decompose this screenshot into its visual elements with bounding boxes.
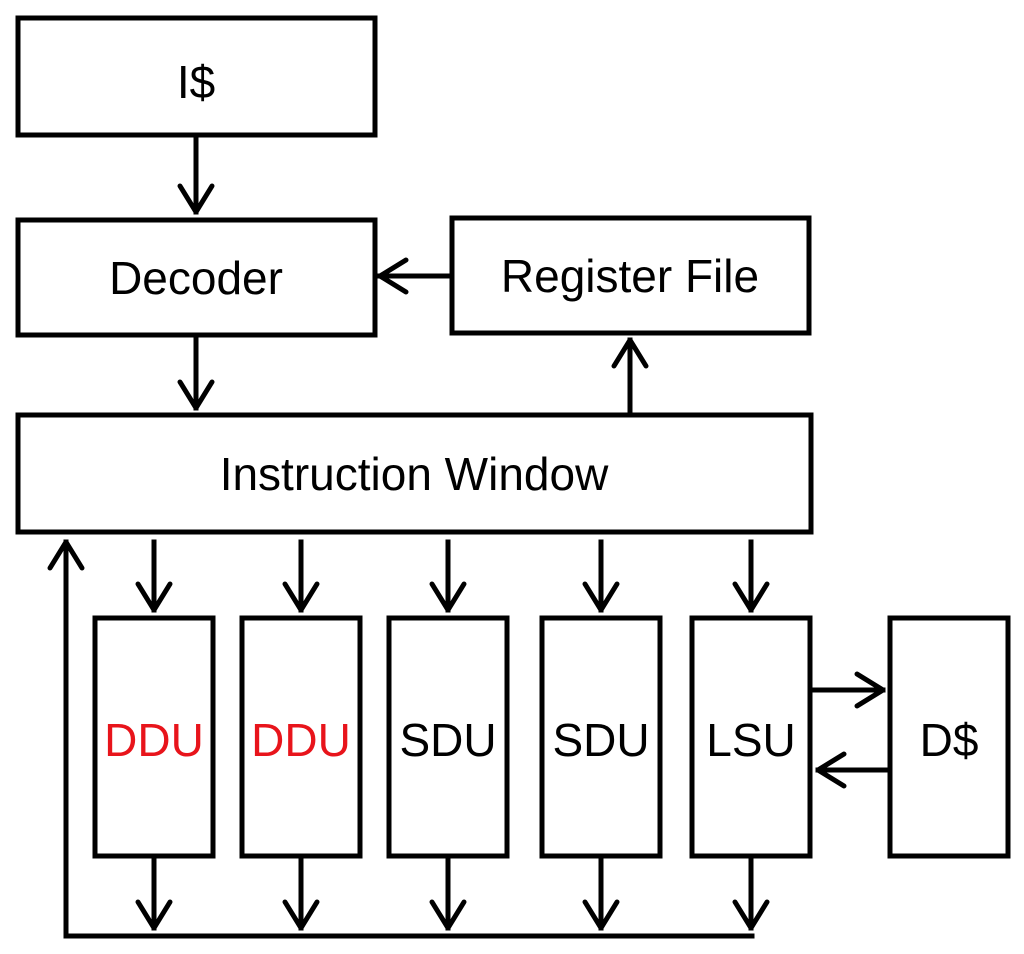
icache-label: I$ <box>177 56 215 108</box>
instruction-window-block: Instruction Window <box>15 412 814 535</box>
decoder-block: Decoder <box>15 217 378 338</box>
register-file-label: Register File <box>501 250 759 302</box>
unit-label-2: DDU <box>251 714 351 766</box>
register-file-block: Register File <box>449 215 812 336</box>
unit-block-1: DDU <box>92 615 216 859</box>
dcache-label: D$ <box>920 714 979 766</box>
icache-block: I$ <box>15 15 378 138</box>
unit-block-5: LSU <box>689 615 813 859</box>
dcache-block: D$ <box>887 615 1011 859</box>
unit-label-4: SDU <box>552 714 649 766</box>
unit-block-2: DDU <box>239 615 363 859</box>
unit-label-5: LSU <box>706 714 795 766</box>
instruction-window-label: Instruction Window <box>220 448 609 500</box>
unit-block-3: SDU <box>386 615 510 859</box>
decoder-label: Decoder <box>109 252 283 304</box>
unit-block-4: SDU <box>539 615 663 859</box>
unit-label-3: SDU <box>399 714 496 766</box>
unit-label-1: DDU <box>104 714 204 766</box>
